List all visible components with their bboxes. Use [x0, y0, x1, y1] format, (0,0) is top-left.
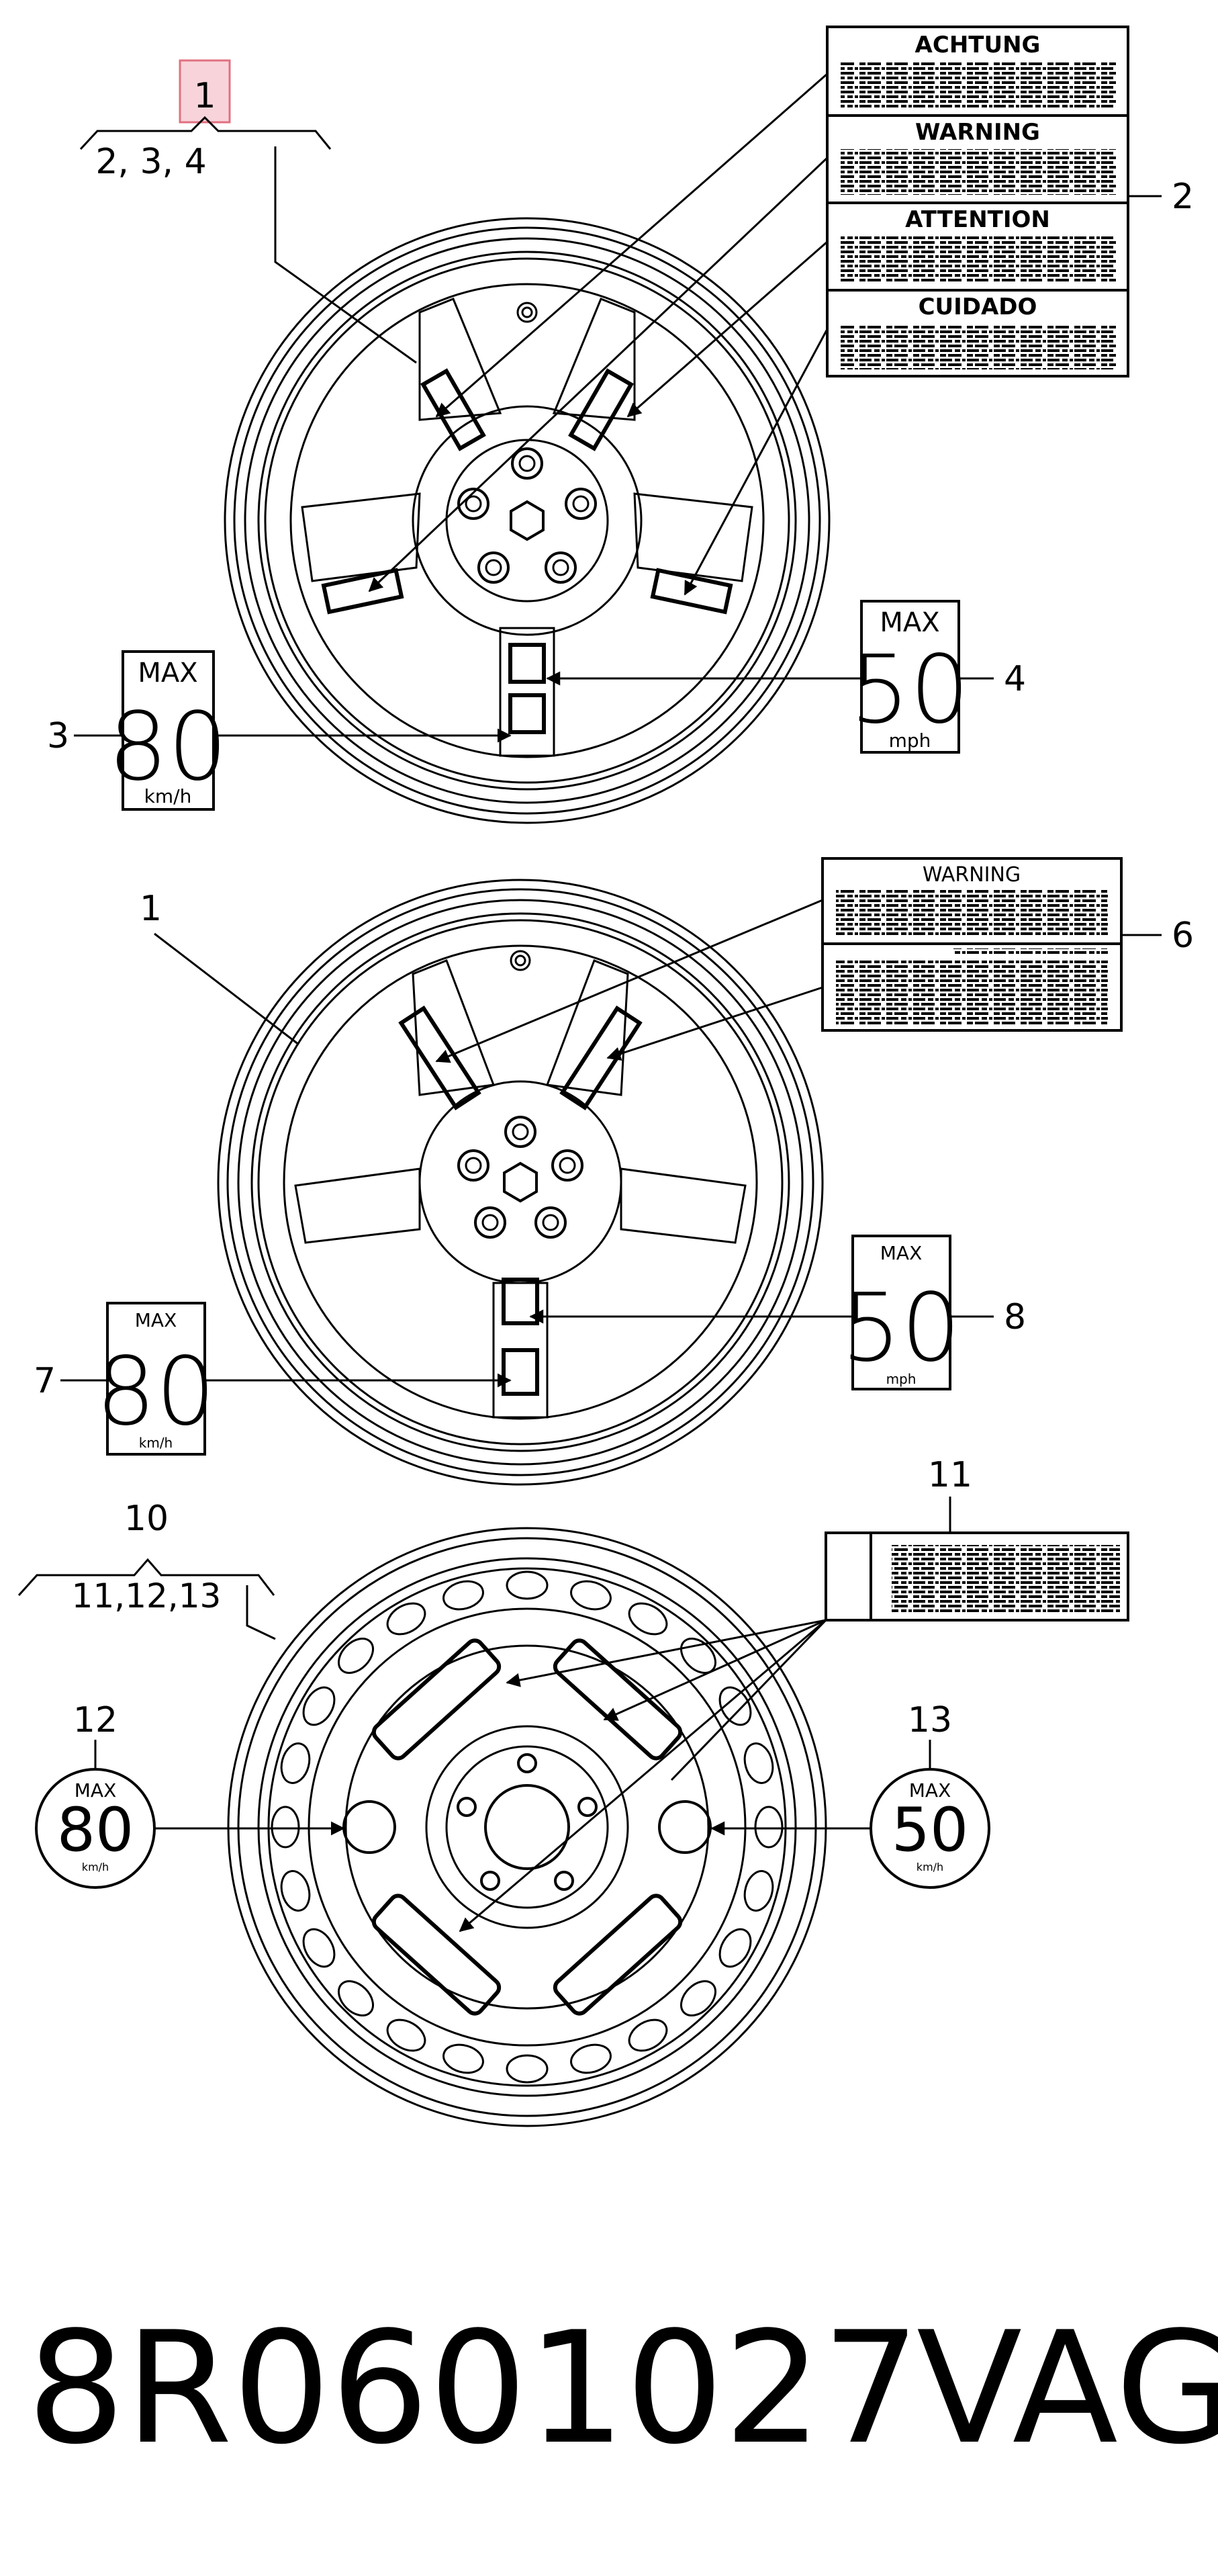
callout-10: 10: [124, 1499, 169, 1539]
callout-4: 4: [1004, 659, 1026, 699]
callout-13: 13: [908, 1700, 952, 1740]
brand-name: VAG: [917, 2299, 1218, 2479]
warning-title-attention: ATTENTION: [905, 206, 1050, 233]
callout-1-top-bracket: [79, 116, 332, 150]
svg-text:MAX: MAX: [880, 607, 939, 638]
speed-label-kmh-middle: MAX 80 km/h: [96, 1302, 216, 1456]
svg-text:80: 80: [57, 1795, 134, 1865]
callout-8: 8: [1004, 1297, 1026, 1337]
callout-6: 6: [1172, 916, 1194, 956]
speed-label-round-80: MAX 80 km/h: [35, 1768, 156, 1889]
wheel-steel-bottom: [227, 1527, 827, 2127]
svg-text:MAX: MAX: [75, 1779, 117, 1802]
speed-label-mph-middle: MAX 50 mph: [841, 1235, 961, 1390]
svg-text:km/h: km/h: [144, 785, 192, 807]
svg-text:50: 50: [850, 635, 970, 745]
svg-text:80: 80: [108, 693, 228, 802]
svg-text:50: 50: [892, 1795, 969, 1865]
svg-text:50: 50: [841, 1274, 961, 1383]
callout-7: 7: [34, 1361, 56, 1401]
callout-11: 11: [928, 1455, 972, 1495]
speed-label-mph-top: MAX 50 mph: [850, 600, 970, 754]
part-number: 8R0601027: [27, 2299, 920, 2479]
label-plate-11: [825, 1531, 1129, 1622]
warning-title-achtung: ACHTUNG: [915, 32, 1041, 58]
svg-text:MAX: MAX: [909, 1779, 951, 1802]
callout-1-top-sublabel: 2, 3, 4: [95, 142, 206, 182]
leader-1-top: [274, 146, 417, 364]
warning-title-warning: WARNING: [915, 119, 1040, 146]
svg-text:WARNING: WARNING: [923, 863, 1021, 887]
warning-label-english: WARNING: [821, 857, 1123, 1032]
svg-text:km/h: km/h: [917, 1861, 943, 1873]
wheel-alloy-top: [224, 217, 831, 824]
speed-label-kmh-top: MAX 80 km/h: [108, 650, 228, 811]
svg-text:mph: mph: [886, 1371, 917, 1387]
callout-1-middle: 1: [140, 889, 162, 929]
wheel-alloy-middle: [217, 879, 824, 1486]
warning-title-cuidado: CUIDADO: [919, 294, 1037, 320]
svg-text:mph: mph: [889, 729, 931, 752]
svg-text:MAX: MAX: [880, 1242, 923, 1264]
svg-text:km/h: km/h: [82, 1861, 109, 1873]
callout-3: 3: [47, 716, 69, 756]
warning-label-multilingual: ACHTUNG WARNING ATTENTION CUIDADO: [826, 26, 1129, 377]
svg-text:MAX: MAX: [135, 1309, 177, 1331]
callout-10-sublabel: 11,12,13: [72, 1576, 222, 1615]
svg-text:km/h: km/h: [139, 1435, 173, 1451]
callout-1-top-label: 1: [193, 76, 216, 116]
speed-label-round-50: MAX 50 km/h: [870, 1768, 990, 1889]
callout-2: 2: [1172, 177, 1194, 217]
svg-text:MAX: MAX: [138, 658, 197, 689]
callout-12: 12: [73, 1700, 118, 1740]
callout-1-top[interactable]: 1: [179, 59, 231, 124]
svg-text:80: 80: [96, 1337, 216, 1447]
